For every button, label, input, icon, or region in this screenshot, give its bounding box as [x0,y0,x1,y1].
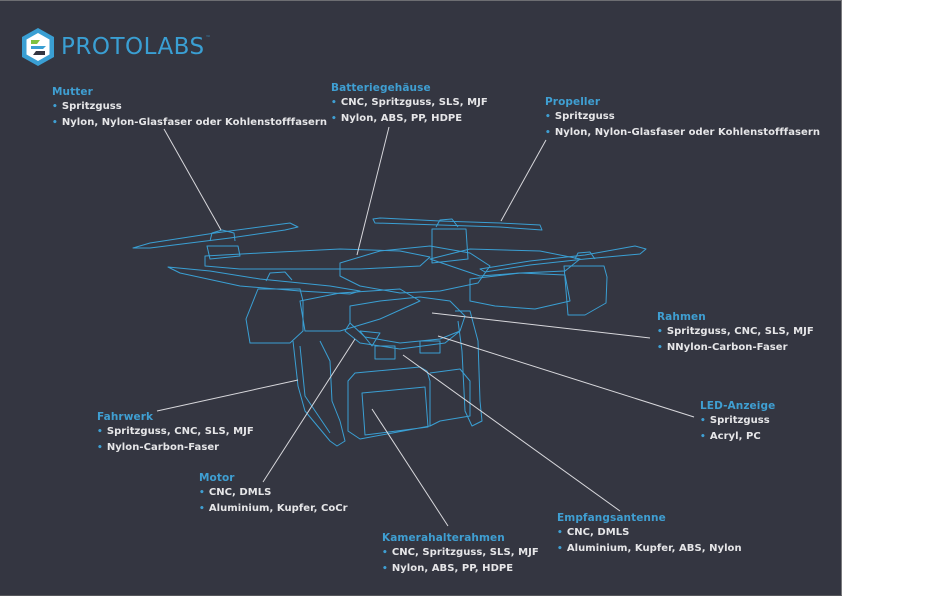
callout-item: •Acryl, PC [700,431,761,442]
arm-front-right [469,272,571,310]
leader-kamerahalterahmen [371,408,449,527]
diagram-panel: PROTOLABS™ [0,0,842,596]
leader-mutter [163,128,222,231]
bullet-icon: • [382,548,388,558]
callout-title: Batteriegehäuse [331,82,431,94]
bullet-icon: • [700,416,706,426]
motor-front-right [563,251,608,316]
callout-title: Fahrwerk [97,411,154,423]
callout-item: •Aluminium, Kupfer, ABS, Nylon [557,543,742,554]
bullet-icon: • [700,432,706,442]
callout-propeller: Propeller •Spritzguss •Nylon, Nylon-Glas… [545,95,820,141]
propeller-front-left [167,266,361,295]
leader-propeller [500,139,547,222]
bullet-icon: • [331,114,337,124]
arm-back-left [204,248,431,270]
callout-item: •Spritzguss, CNC, SLS, MJF [97,426,254,437]
bullet-icon: • [557,544,563,554]
callout-title: LED-Anzeige [700,400,776,412]
propeller-back-right [372,217,543,231]
callout-item: •Nylon, ABS, PP, HDPE [382,563,514,574]
camera [347,366,431,440]
callout-motor: Motor •CNC, DMLS •Aluminium, Kupfer, CoC… [199,471,348,517]
callout-title: Motor [199,472,235,484]
callout-item: •Spritzguss [52,101,122,112]
leader-fahrwerk [156,379,299,412]
callout-item: •Aluminium, Kupfer, CoCr [199,503,348,514]
bullet-icon: • [97,443,103,453]
arm-front-left [299,288,421,332]
callout-title: Kamerahalterahmen [382,532,505,544]
callout-item: •Spritzguss, CNC, SLS, MJF [657,326,814,337]
callout-rahmen: Rahmen •Spritzguss, CNC, SLS, MJF •NNylo… [657,310,814,356]
arm-back-right [429,248,581,277]
body-shell [344,322,461,350]
bullet-icon: • [52,118,58,128]
leader-batteriegehaeuse [356,126,390,256]
callout-title: Empfangsantenne [557,512,666,524]
bullet-icon: • [545,128,551,138]
callout-item: •Spritzguss [545,111,615,122]
bullet-icon: • [199,504,205,514]
bullet-icon: • [657,343,663,353]
callout-item: •CNC, Spritzguss, SLS, MJF [382,547,539,558]
bullet-icon: • [657,327,663,337]
motor-back-right [431,218,469,264]
drone-wireframe [132,126,695,527]
bullet-icon: • [557,528,563,538]
callout-kamerahalterahmen: Kamerahalterahmen •CNC, Spritzguss, SLS,… [382,531,539,577]
callout-empfangsantenne: Empfangsantenne •CNC, DMLS •Aluminium, K… [557,511,742,557]
gimbal-mount [359,330,441,360]
callout-title: Rahmen [657,311,706,323]
motor-front-left [245,271,304,344]
leader-motor [262,338,356,483]
bullet-icon: • [97,427,103,437]
bullet-icon: • [331,98,337,108]
callout-title: Propeller [545,96,601,108]
callout-title: Mutter [52,86,93,98]
callout-item: •Nylon, Nylon-Glasfaser oder Kohlenstoff… [52,117,327,128]
propeller-back-left [132,222,299,249]
leader-led-anzeige [437,335,695,418]
callout-item: •CNC, DMLS [199,487,272,498]
bullet-icon: • [199,488,205,498]
callout-item: •Nylon, Nylon-Glasfaser oder Kohlenstoff… [545,127,820,138]
drone-wireframe-lines [132,217,647,447]
callout-fahrwerk: Fahrwerk •Spritzguss, CNC, SLS, MJF •Nyl… [97,410,254,456]
leader-rahmen [431,312,651,339]
callout-mutter: Mutter •Spritzguss •Nylon, Nylon-Glasfas… [52,85,327,131]
brand-name: PROTOLABS™ [61,33,212,60]
bullet-icon: • [382,564,388,574]
leader-lines [156,126,695,527]
callout-item: •CNC, DMLS [557,527,630,538]
landing-gear-left [292,340,346,447]
landing-gear-right [455,310,483,427]
propeller-front-right [479,245,647,273]
callout-led-anzeige: LED-Anzeige •Spritzguss •Acryl, PC [700,399,775,445]
bullet-icon: • [52,102,58,112]
callout-batteriegehaeuse: Batteriegehäuse •CNC, Spritzguss, SLS, M… [331,81,488,127]
callout-item: •CNC, Spritzguss, SLS, MJF [331,97,488,108]
bullet-icon: • [545,112,551,122]
body-center [349,296,466,344]
leader-empfangsantenne [402,354,621,512]
protolabs-logo: PROTOLABS™ [20,27,211,67]
camera-side [429,368,471,427]
motor-back-left [206,229,241,260]
callout-item: •NNylon-Carbon-Faser [657,342,788,353]
body-top [339,245,491,294]
callout-item: •Nylon, ABS, PP, HDPE [331,113,463,124]
callout-item: •Nylon-Carbon-Faser [97,442,220,453]
callout-item: •Spritzguss [700,415,770,426]
protolabs-hexagon-icon [22,28,54,66]
